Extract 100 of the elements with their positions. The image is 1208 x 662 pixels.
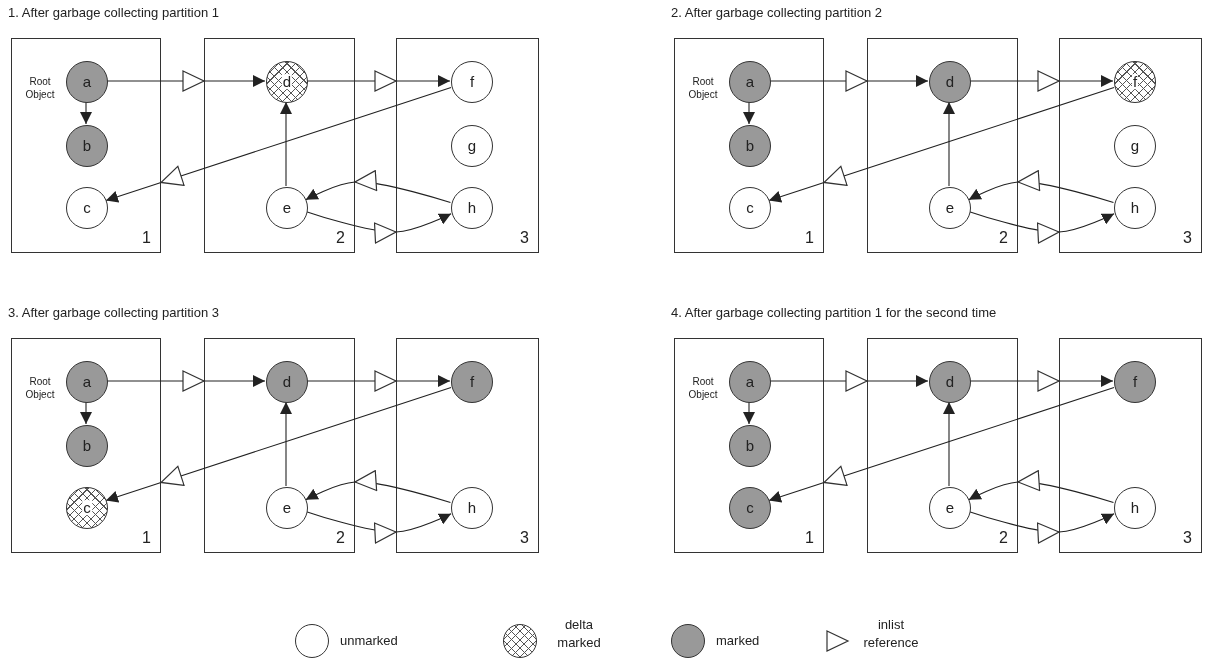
reference-arrow	[305, 170, 452, 204]
object-letter: a	[744, 74, 756, 90]
reference-arrow	[769, 70, 929, 92]
root-object-label: Root Object	[24, 76, 56, 101]
object-letter: a	[81, 74, 93, 90]
reference-arrow	[943, 101, 955, 187]
marked-object-circle	[66, 361, 108, 403]
object-letter: g	[466, 138, 478, 154]
unmarked-object-circle	[451, 187, 493, 229]
marked-object-circle	[929, 61, 971, 103]
reference-arrow	[305, 511, 452, 544]
object-letter: d	[944, 374, 956, 390]
reference-arrow	[968, 211, 1115, 244]
partition-box	[11, 38, 161, 253]
partition-box	[1059, 38, 1202, 253]
partition-number: 1	[142, 530, 151, 546]
partition-number: 1	[142, 230, 151, 246]
unmarked-object-circle	[1114, 187, 1156, 229]
marked-object-circle	[1114, 361, 1156, 403]
object-letter: a	[744, 374, 756, 390]
object-letter: e	[944, 200, 956, 216]
reference-arrow	[80, 401, 92, 425]
root-object-label: Root Object	[24, 376, 56, 401]
marked-object-circle	[729, 425, 771, 467]
partition-number: 3	[1183, 530, 1192, 546]
reference-arrow	[769, 370, 929, 392]
partition-number: 2	[336, 230, 345, 246]
reference-arrow	[968, 511, 1115, 544]
reference-arrow	[743, 401, 755, 425]
object-letter: h	[1129, 200, 1141, 216]
partition-box	[11, 338, 161, 553]
unmarked-object-circle	[266, 187, 308, 229]
reference-arrow	[743, 101, 755, 125]
reference-arrow	[280, 101, 292, 187]
legend-label: delta marked	[556, 616, 602, 652]
object-letter: c	[82, 200, 92, 216]
partition-box	[204, 38, 355, 253]
marked-object-circle	[929, 361, 971, 403]
object-letter: e	[944, 500, 956, 516]
partition-number: 2	[999, 530, 1008, 546]
object-letter: e	[281, 500, 293, 516]
partition-box	[674, 338, 824, 553]
partition-number: 2	[999, 230, 1008, 246]
marked-object-circle	[729, 487, 771, 529]
reference-arrow	[306, 70, 451, 92]
reference-arrow	[105, 386, 452, 503]
delta-marked-object-circle	[1114, 61, 1156, 103]
object-letter: e	[281, 200, 293, 216]
unmarked-object-circle	[451, 61, 493, 103]
object-letter: f	[468, 374, 476, 390]
object-letter: b	[81, 138, 93, 154]
unmarked-object-circle	[451, 125, 493, 167]
object-letter: f	[468, 74, 476, 90]
partition-box	[867, 338, 1018, 553]
reference-arrow	[106, 370, 266, 392]
object-letter: c	[745, 500, 755, 516]
marked-object-circle	[66, 425, 108, 467]
object-letter: b	[744, 438, 756, 454]
object-letter: d	[281, 74, 293, 90]
object-letter: d	[281, 374, 293, 390]
panel-title: 2. After garbage collecting partition 2	[671, 5, 883, 20]
partition-box	[204, 338, 355, 553]
reference-arrow	[943, 401, 955, 487]
object-letter: a	[81, 374, 93, 390]
unmarked-object-circle	[1114, 125, 1156, 167]
reference-arrow	[768, 386, 1115, 503]
object-letter: c	[745, 200, 755, 216]
reference-arrow	[968, 170, 1114, 204]
delta-marked-object-circle	[66, 487, 108, 529]
partition-box	[867, 38, 1018, 253]
root-object-label: Root Object	[687, 376, 719, 401]
unmarked-object-circle	[929, 187, 971, 229]
reference-arrow	[305, 211, 452, 244]
reference-arrow	[969, 70, 1114, 92]
unmarked-object-circle	[451, 487, 493, 529]
object-letter: d	[944, 74, 956, 90]
unmarked-object-circle	[266, 487, 308, 529]
root-object-label: Root Object	[687, 76, 719, 101]
reference-arrow	[969, 370, 1114, 392]
object-letter: h	[1129, 500, 1141, 516]
partition-number: 3	[520, 230, 529, 246]
reference-arrow	[280, 401, 292, 487]
partition-number: 3	[1183, 230, 1192, 246]
partition-box	[396, 338, 539, 553]
object-letter: c	[82, 500, 92, 516]
unmarked-object-circle	[929, 487, 971, 529]
panel-title: 4. After garbage collecting partition 1 for the second time	[671, 305, 997, 320]
object-letter: h	[466, 500, 478, 516]
unmarked-object-circle	[729, 187, 771, 229]
reference-arrow	[306, 370, 451, 392]
object-letter: h	[466, 200, 478, 216]
unmarked-object-circle	[1114, 487, 1156, 529]
partition-number: 1	[805, 530, 814, 546]
marked-object-circle	[451, 361, 493, 403]
partition-box	[1059, 338, 1202, 553]
marked-object-circle	[266, 361, 308, 403]
partition-box	[674, 38, 824, 253]
reference-arrow	[968, 470, 1114, 504]
partition-box	[396, 38, 539, 253]
delta-marked-object-circle	[266, 61, 308, 103]
